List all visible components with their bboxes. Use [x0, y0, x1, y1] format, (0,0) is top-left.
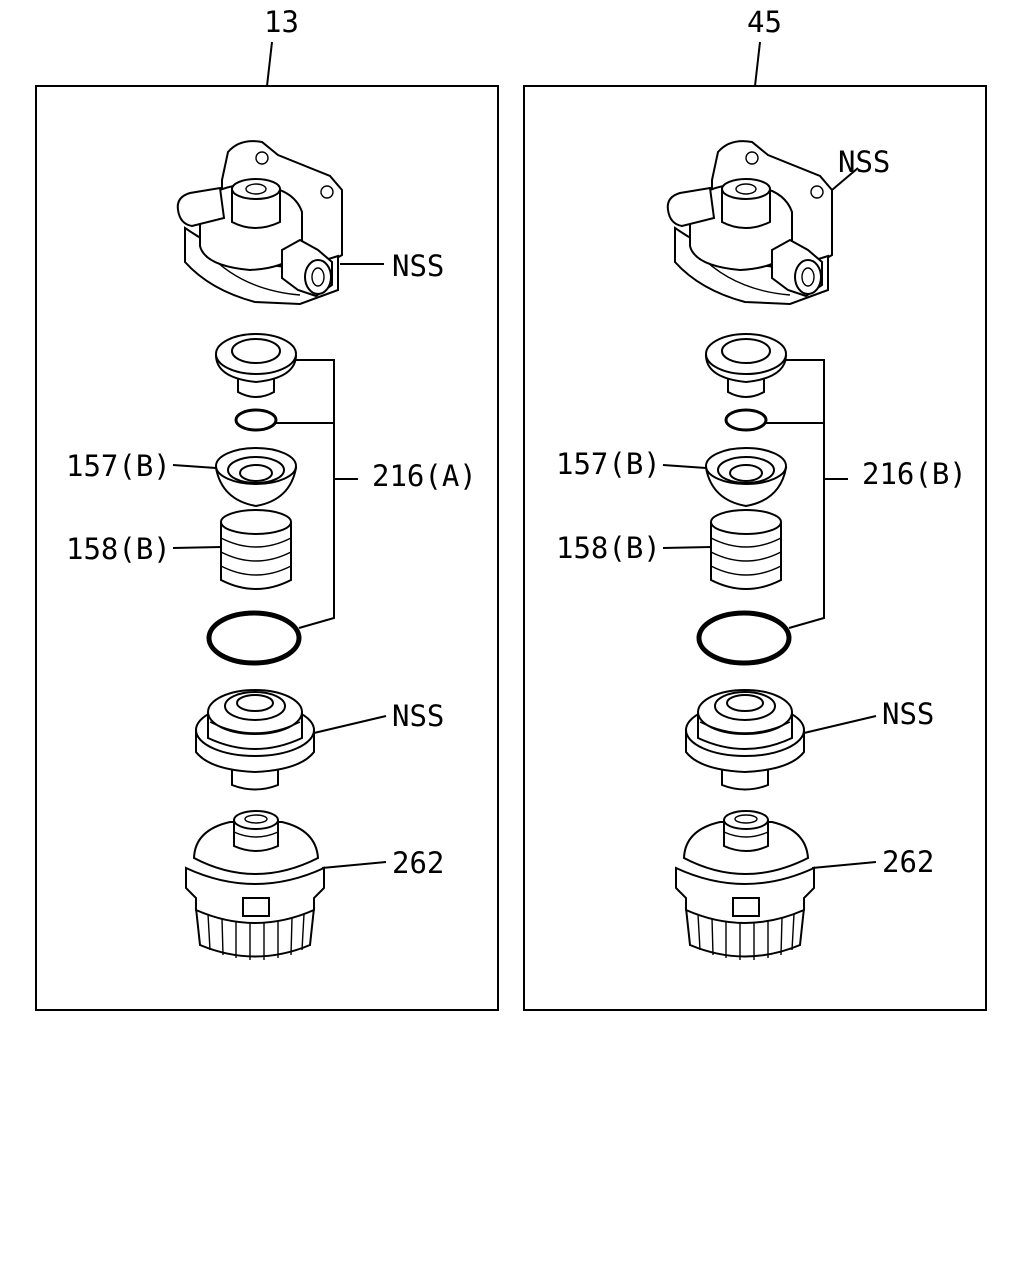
label-bowl: 262: [392, 846, 444, 880]
label-housing: NSS: [838, 145, 890, 179]
label-spring: 158(B): [556, 531, 661, 565]
label-seat: 157(B): [556, 447, 661, 481]
panel-13: 13 NSS 157(B) 158(B) 216(A) NSS 262: [35, 5, 499, 1011]
panel-number: 45: [747, 5, 782, 39]
panel-number: 13: [264, 5, 299, 39]
label-element: NSS: [882, 697, 934, 731]
label-kit: 216(A): [372, 459, 477, 493]
panel-45: 45 NSS 157(B) 158(B) 216(B) NSS 262: [523, 5, 987, 1011]
label-bowl: 262: [882, 845, 934, 879]
label-housing: NSS: [392, 249, 444, 283]
label-seat: 157(B): [66, 449, 171, 483]
label-element: NSS: [392, 699, 444, 733]
label-spring: 158(B): [66, 532, 171, 566]
label-kit: 216(B): [862, 457, 967, 491]
